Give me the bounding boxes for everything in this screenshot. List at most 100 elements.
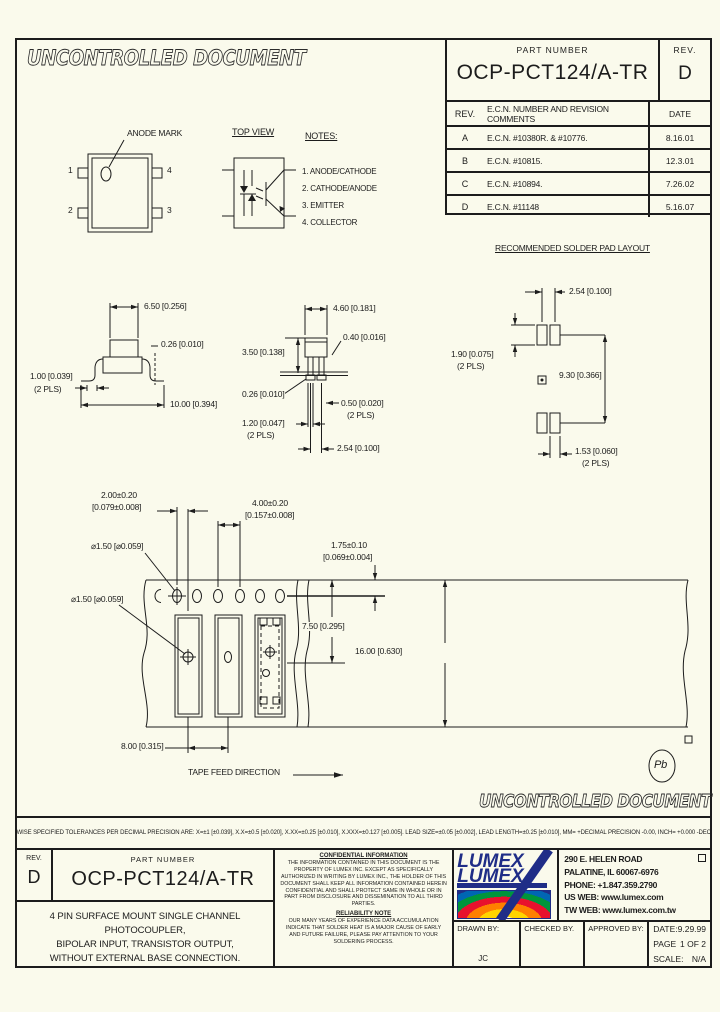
dim-lead-width-note: (2 PLS): [247, 430, 275, 441]
pb-symbol: Pb: [654, 759, 668, 771]
reliability-title: RELIABILITY NOTE: [335, 911, 392, 918]
approved-by-cell: APPROVED BY:: [585, 922, 650, 966]
tb-part-number: OCP-PCT124/A-TR: [71, 868, 255, 890]
end-view-drawing: [280, 305, 348, 453]
dim-lead-width: 1.20 [0.047]: [242, 418, 285, 429]
tape-reel-view: 2.00±0.20 [0.079±0.008] 4.00±0.20 [0.157…: [45, 485, 710, 790]
confidential-title: CONFIDENTIAL INFORMATION: [319, 853, 408, 859]
dim-pad-height-note: (2 PLS): [457, 361, 485, 372]
rev-b-date: 12.3.01: [648, 150, 710, 171]
package-anode-view: 1 2 4 3 ANODE MARK: [66, 122, 236, 252]
dim-pocket-pitch: 8.00 [0.315]: [121, 741, 164, 752]
rev-b-comment: E.C.N. #10815.: [487, 155, 543, 166]
dim-standoff: 0.40 [0.016]: [343, 332, 386, 343]
rev-value: D: [678, 63, 692, 84]
anode-mark-icon: [100, 166, 112, 182]
dim-hole-pitch-in: [0.157±0.008]: [245, 510, 295, 521]
tb-part-number-label: PART NUMBER: [130, 855, 196, 864]
top-view: TOP VIEW: [222, 127, 312, 248]
package-outline-drawing: [77, 139, 163, 233]
part-number-label: PART NUMBER: [516, 45, 589, 55]
dim-body-height: 3.50 [0.138]: [242, 347, 285, 358]
tolerance-note-strip: *UNLESS OTHERWISE SPECIFIED TOLERANCES P…: [15, 816, 712, 850]
date-label: DATE:: [653, 924, 678, 934]
side-view-drawing: [75, 303, 165, 408]
logo-wordmark-shadow: LUMEX: [457, 866, 524, 887]
dim-edge-to-pocket: 7.50 [0.295]: [302, 621, 345, 632]
dim-pad-width-note: (2 PLS): [582, 458, 610, 469]
dim-tape-width: 16.00 [0.630]: [355, 646, 403, 657]
drawn-by-value: JC: [478, 954, 488, 963]
table-row: B E.C.N. #10815. 12.3.01: [447, 150, 710, 173]
title-block: REV. D PART NUMBER OCP-PCT124/A-TR 4 PIN…: [15, 848, 712, 968]
table-row: A E.C.N. #10380R. & #10776. 8.16.01: [447, 127, 710, 150]
checked-by-label: CHECKED BY.: [524, 924, 575, 933]
dim-edge-to-hole-in: [0.069±0.004]: [323, 552, 373, 563]
pad-layout-drawing: [511, 288, 608, 458]
scale-value: N/A: [691, 954, 706, 964]
notes-title: NOTES:: [305, 131, 338, 142]
dim-lead-thickness: 0.26 [0.010]: [161, 339, 204, 350]
dim-hole-to-pocket-in: [0.079±0.008]: [92, 502, 142, 513]
uncontrolled-watermark-bottom: UNCONTROLLED DOCUMENT: [479, 791, 712, 813]
pin-1-label: 1: [68, 165, 73, 176]
schematic-drawing: [222, 157, 296, 229]
rev-d-date: 5.16.07: [648, 196, 710, 217]
pin-4-label: 4: [167, 165, 172, 176]
dim-edge-to-hole: 1.75±0.10: [331, 540, 367, 551]
description-line-1: 4 PIN SURFACE MOUNT SINGLE CHANNEL PHOTO…: [49, 911, 241, 936]
note-item-4: 4. COLLECTOR: [302, 218, 358, 228]
scale-label: SCALE:: [653, 954, 684, 964]
logo-wordmark: LUMEX: [457, 851, 524, 872]
address-line-2: PALATINE, IL 60067-6976: [564, 866, 659, 877]
dim-sprocket-hole-dia: ⌀1.50 [⌀0.059]: [91, 541, 144, 552]
dim-foot-length: 1.00 [0.039]: [30, 371, 73, 382]
rev-a-date: 8.16.01: [648, 127, 710, 148]
tb-rev-label: REV.: [26, 855, 42, 862]
checked-by-cell: CHECKED BY.: [521, 922, 586, 966]
tolerance-note: *UNLESS OTHERWISE SPECIFIED TOLERANCES P…: [16, 830, 711, 836]
part-number-revision-table: PART NUMBER OCP-PCT124/A-TR REV. D REV. …: [445, 38, 712, 217]
drawn-by-cell: DRAWN BY: JC: [454, 922, 522, 966]
note-item-1: 1. ANODE/CATHODE: [302, 167, 377, 177]
rev-c-comment: E.C.N. #10894.: [487, 178, 543, 189]
part-number-header: PART NUMBER OCP-PCT124/A-TR REV. D: [447, 40, 710, 102]
uncontrolled-watermark-top: UNCONTROLLED DOCUMENT: [27, 46, 307, 71]
top-view-title: TOP VIEW: [232, 127, 275, 138]
reliability-body: OUR MANY YEARS OF EXPERIENCE DATA ACCUMU…: [285, 918, 442, 945]
dim-overall-width: 10.00 [0.394]: [170, 399, 218, 410]
dim-pad-width: 1.53 [0.060]: [575, 446, 618, 457]
dim-lead-pitch: 2.54 [0.100]: [337, 443, 380, 454]
dim-foot-width: 0.50 [0.020]: [341, 398, 384, 409]
dim-row-span: 9.30 [0.366]: [559, 370, 602, 381]
drawn-by-label: DRAWN BY:: [457, 924, 500, 933]
page-value: 1 OF 2: [680, 939, 706, 949]
pb-free-mark: Pb: [638, 735, 698, 791]
rev-a-comment: E.C.N. #10380R. & #10776.: [487, 132, 588, 143]
dim-body-width: 4.60 [0.181]: [333, 303, 376, 314]
lumex-logo: LUMEX LUMEX: [454, 850, 560, 920]
dim-pad-pitch: 2.54 [0.100]: [569, 286, 612, 297]
part-description: 4 PIN SURFACE MOUNT SINGLE CHANNEL PHOTO…: [17, 902, 273, 966]
side-view: 6.50 [0.256] 0.26 [0.010] 1.00 [0.039] (…: [28, 293, 263, 428]
col-comment: E.C.N. NUMBER AND REVISION COMMENTS: [487, 103, 609, 124]
registered-mark-box: [698, 854, 706, 862]
confidential-cell: CONFIDENTIAL INFORMATION THE INFORMATION…: [275, 850, 455, 966]
tw-web-line: TW WEB: www.lumex.com.tw: [564, 905, 676, 916]
date-page-scale-cell: DATE: 9.29.99 PAGE 1 OF 2 SCALE: N/A: [649, 922, 710, 966]
dim-hole-pitch: 4.00±0.20: [252, 498, 288, 509]
address-line-1: 290 E. HELEN ROAD: [564, 854, 643, 864]
rev-c: C: [461, 178, 469, 189]
rev-d-comment: E.C.N. #11148: [487, 201, 539, 212]
col-rev: REV.: [454, 108, 476, 119]
rev-c-date: 7.26.02: [648, 173, 710, 194]
pb-free-icon: [648, 735, 693, 783]
date-value: 9.29.99: [677, 924, 706, 934]
table-row: D E.C.N. #11148 5.16.07: [447, 196, 710, 217]
dim-pocket-hole-dia: ⌀1.50 [⌀0.059]: [71, 594, 124, 605]
page-label: PAGE: [653, 939, 677, 949]
dim-lead-thickness: 0.26 [0.010]: [242, 389, 285, 400]
description-line-3: WITHOUT EXTERNAL BASE CONNECTION.: [49, 953, 241, 964]
table-row: C E.C.N. #10894. 7.26.02: [447, 173, 710, 196]
